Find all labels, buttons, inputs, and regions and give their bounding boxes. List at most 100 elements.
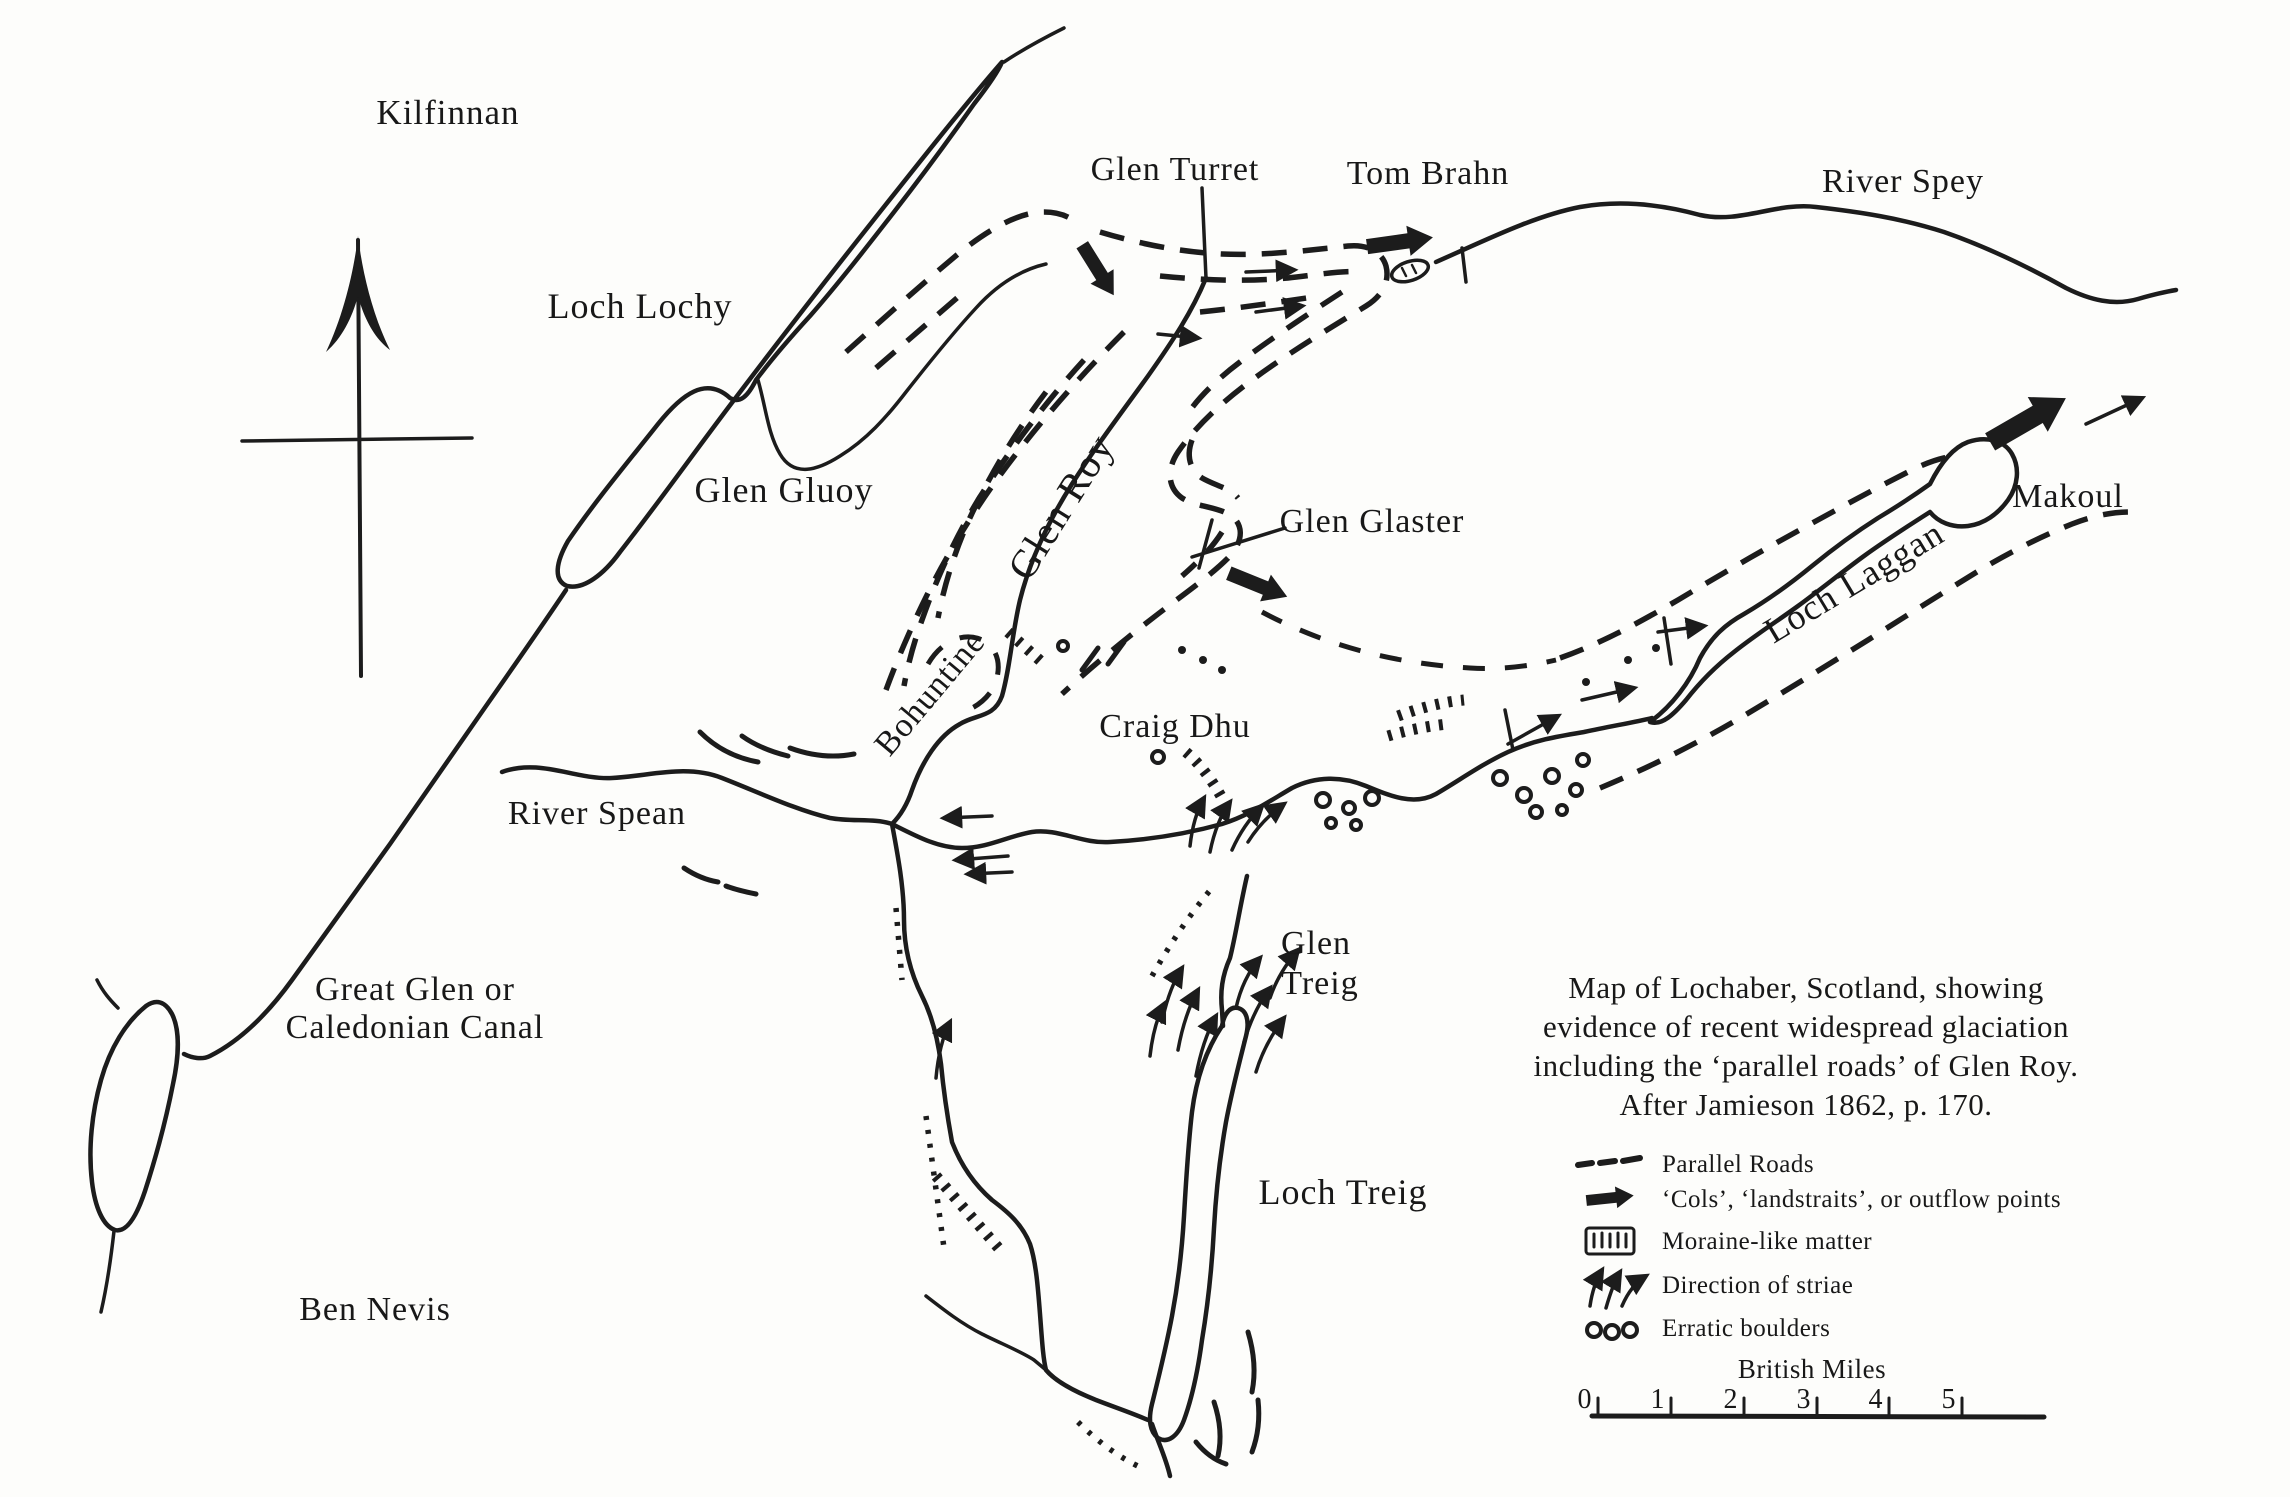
glen-glaster-col-arrow <box>1226 566 1288 602</box>
legend-label-boulders: Erratic boulders <box>1662 1315 1830 1342</box>
caption-line-1: Map of Lochaber, Scotland, showing <box>1568 970 2044 1005</box>
laggan-flow-arrow-3 <box>1656 617 1709 640</box>
makoul-col-arrow <box>1985 397 2066 451</box>
parallel-roads-dash-icon <box>1575 1155 1643 1168</box>
striae-arrows-craig-dhu <box>1185 794 1288 854</box>
makoul-flow-arrow <box>2084 395 2147 426</box>
glen-gluoy-river <box>756 262 1048 472</box>
label-makoul: Makoul <box>2012 478 2124 515</box>
striae-arrows-icon <box>1582 1266 1650 1310</box>
spean-arc-b <box>739 733 791 759</box>
striae-marks-lower-treig <box>1193 1329 1262 1467</box>
scale-bar-title: British Miles <box>1738 1354 1886 1384</box>
scale-tick-0: 0 <box>1578 1384 1593 1415</box>
west-tributary <box>924 1294 1048 1372</box>
spean-arc-a <box>697 729 761 765</box>
legend: Parallel Roads ‘Cols’, ‘landstraits’, or… <box>1575 1151 2061 1342</box>
moraine-dots-roy-mouth-a <box>1079 645 1101 673</box>
laggan-tributary-tick <box>1662 616 1673 666</box>
moraine-dots-treig-west-1 <box>893 907 905 981</box>
label-river-spey: River Spey <box>1822 163 1984 200</box>
glen-gluoy-road-outer <box>844 209 1078 355</box>
legend-label-striae: Direction of striae <box>1662 1272 1853 1299</box>
spean-arc-c <box>787 745 857 759</box>
glen-glaster-hook-inner2 <box>1180 530 1225 579</box>
label-glen-gluoy: Glen Gluoy <box>695 470 874 510</box>
moraine-ticks-treig-west <box>931 1172 1007 1256</box>
lochlet-south-outlet <box>99 1229 116 1314</box>
glen-roy-loop-inner-east <box>1183 289 1344 418</box>
erratic-boulders <box>1056 639 1660 832</box>
treig-outflow-river <box>889 821 1151 1423</box>
legend-label-parallel-roads: Parallel Roads <box>1662 1151 1814 1178</box>
scale-bar-ticks <box>1596 1396 1964 1417</box>
label-loch-lochy: Loch Lochy <box>548 286 733 326</box>
laggan-flow-arrow-1 <box>1506 713 1562 746</box>
moraine-arc-craig-dhu <box>1182 747 1227 801</box>
moraine-row-upper-spean-a <box>1396 694 1465 722</box>
laggan-flow-arrow-2 <box>1580 681 1639 704</box>
water-bodies <box>88 59 2020 1443</box>
laggan-nw-road <box>1559 454 1949 661</box>
label-bohuntine: Bohuntine <box>867 624 992 763</box>
moraine-dots-roy-mouth-b <box>1105 639 1127 667</box>
great-glen-lochlet-body <box>88 999 180 1233</box>
north-arrow <box>240 236 474 678</box>
scale-tick-5: 5 <box>1942 1384 1957 1415</box>
label-loch-treig: Loch Treig <box>1258 1172 1427 1212</box>
moraine-row-upper-spean-b <box>1386 718 1449 742</box>
river-spey-line <box>1433 201 2179 305</box>
legend-label-cols: ‘Cols’, ‘landstraits’, or outflow points <box>1662 1186 2061 1213</box>
label-glen-turret: Glen Turret <box>1091 151 1260 188</box>
scale-tick-3: 3 <box>1797 1384 1812 1415</box>
glaster-stream-tick <box>1197 518 1214 570</box>
label-glen-roy: Glen Roy <box>998 426 1122 588</box>
laggan-se-road <box>1598 509 2131 791</box>
glen-roy-loop-outer <box>1060 229 1390 697</box>
moraine-row-glen-treig <box>1149 886 1215 978</box>
label-glen-treig-2: Treig <box>1281 965 1358 1002</box>
glen-roy-west-road-1 <box>883 330 1126 691</box>
label-ben-nevis: Ben Nevis <box>299 1291 451 1328</box>
glen-turret-stream <box>1200 186 1208 280</box>
scale-bar: British Miles 0 1 2 3 4 5 <box>1578 1354 2047 1420</box>
glen-glaster-leader-line <box>1190 526 1287 559</box>
roy-flow-arrow-2 <box>1254 297 1307 320</box>
label-craig-dhu: Craig Dhu <box>1099 708 1251 745</box>
great-glen-caledonian-canal-line <box>181 587 569 1061</box>
moraine-marks <box>681 627 1465 1471</box>
spean-south-dash-a <box>681 865 721 885</box>
label-glen-glaster: Glen Glaster <box>1280 503 1465 540</box>
flow-arrows <box>939 259 2147 885</box>
col-arrows <box>1076 225 2066 602</box>
spean-flow-arrow-2 <box>951 847 1010 870</box>
glen-roy-loop-inner-top <box>1159 268 1363 283</box>
glen-glaster-hook-inner <box>1186 439 1241 500</box>
loch-treig-body <box>1147 1005 1250 1443</box>
glen-roy-west-road-3 <box>935 390 1049 619</box>
moraine-dots-treig-west-2 <box>923 1115 947 1249</box>
striae-arrows-glen-treig <box>1145 946 1301 1078</box>
roy-flow-arrow-1 <box>1244 259 1299 283</box>
lochlet-north-inlet <box>95 978 120 1010</box>
caption-line-2: evidence of recent widespread glaciation <box>1543 1009 2069 1044</box>
glaster-laggan-road <box>1260 609 1557 672</box>
north-arrow-crossbar <box>240 436 474 443</box>
glen-roy-west-road-2 <box>901 358 1087 687</box>
legend-label-moraine: Moraine-like matter <box>1662 1228 1872 1255</box>
bohuntine-road-arc <box>925 634 1001 715</box>
loch-treig-outlet <box>1149 1421 1173 1479</box>
north-arrow-shaft <box>356 238 363 678</box>
scale-tick-4: 4 <box>1869 1384 1884 1415</box>
tom-brahn-oval <box>1389 258 1431 284</box>
glen-treig-river <box>1219 873 1250 1029</box>
glen-roy-loop-inner-row3 <box>1199 293 1321 315</box>
glen-roy-river <box>889 275 1209 827</box>
scale-tick-2: 2 <box>1724 1384 1739 1415</box>
glen-gluoy-road-inner <box>874 289 966 371</box>
map-caption: Map of Lochaber, Scotland, showing evide… <box>1534 970 2078 1122</box>
striae-arrow-west-river <box>931 1017 953 1080</box>
kilfinnan-stream <box>1002 26 1066 64</box>
